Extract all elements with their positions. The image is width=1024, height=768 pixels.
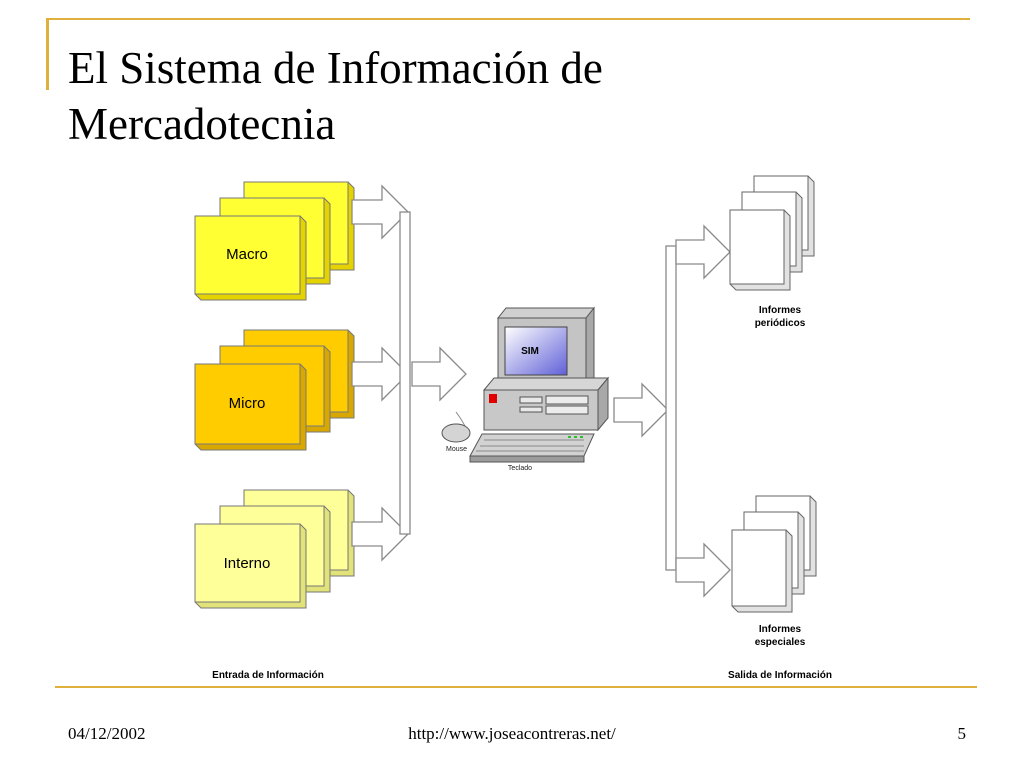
macro-front-sheet <box>194 215 307 301</box>
entrada-caption: Entrada de Información <box>212 670 324 681</box>
macro-input-stack <box>194 181 355 301</box>
informes-especiales-stack <box>731 495 817 613</box>
system-unit <box>482 376 610 432</box>
micro-front-sheet <box>194 363 307 451</box>
footer-url[interactable]: http://www.joseacontreras.net/ <box>408 724 616 743</box>
especiales-label-line-1: Informes <box>759 624 802 635</box>
especiales-arrow <box>675 542 731 598</box>
micro-input-stack <box>194 329 355 451</box>
periodicos-label-line-2: periódicos <box>755 318 806 329</box>
output-connector-bar <box>665 245 677 571</box>
keyboard-label: Teclado <box>508 465 532 472</box>
footer-page-number: 5 <box>957 724 967 743</box>
interno-front-sheet <box>194 523 307 609</box>
screen-label-sim: SIM <box>521 346 539 357</box>
micro-label: Micro <box>229 395 266 412</box>
from-computer-arrow <box>613 382 669 438</box>
mouse <box>441 411 471 443</box>
interno-input-stack <box>194 489 355 609</box>
especiales-label-line-2: especiales <box>755 637 806 648</box>
macro-arrow <box>351 184 409 240</box>
mouse-label: Mouse <box>446 446 467 453</box>
title-accent-horizontal <box>46 18 970 20</box>
interno-label: Interno <box>224 555 271 572</box>
keyboard <box>469 433 595 463</box>
informes-periodicos-stack <box>729 175 815 291</box>
macro-label: Macro <box>226 246 268 263</box>
footer-divider <box>55 686 977 688</box>
footer-date: 04/12/2002 <box>68 724 146 743</box>
computer-illustration <box>441 306 610 463</box>
slide-title-line-1: El Sistema de Información de <box>68 43 603 93</box>
micro-arrow <box>351 346 409 402</box>
title-accent-vertical <box>46 18 49 90</box>
periodicos-front-sheet <box>729 209 791 291</box>
to-computer-arrow <box>411 346 467 402</box>
salida-caption: Salida de Información <box>728 670 832 681</box>
input-connector-bar <box>399 211 411 535</box>
interno-arrow <box>351 506 409 562</box>
periodicos-label-line-1: Informes <box>759 305 802 316</box>
slide-title-line-2: Mercadotecnia <box>68 99 336 149</box>
monitor <box>496 306 596 388</box>
monitor-screen <box>504 326 568 376</box>
especiales-front-sheet <box>731 529 793 613</box>
periodicos-arrow <box>675 224 731 280</box>
slide-title: El Sistema de Información de Mercadotecn… <box>68 40 968 152</box>
